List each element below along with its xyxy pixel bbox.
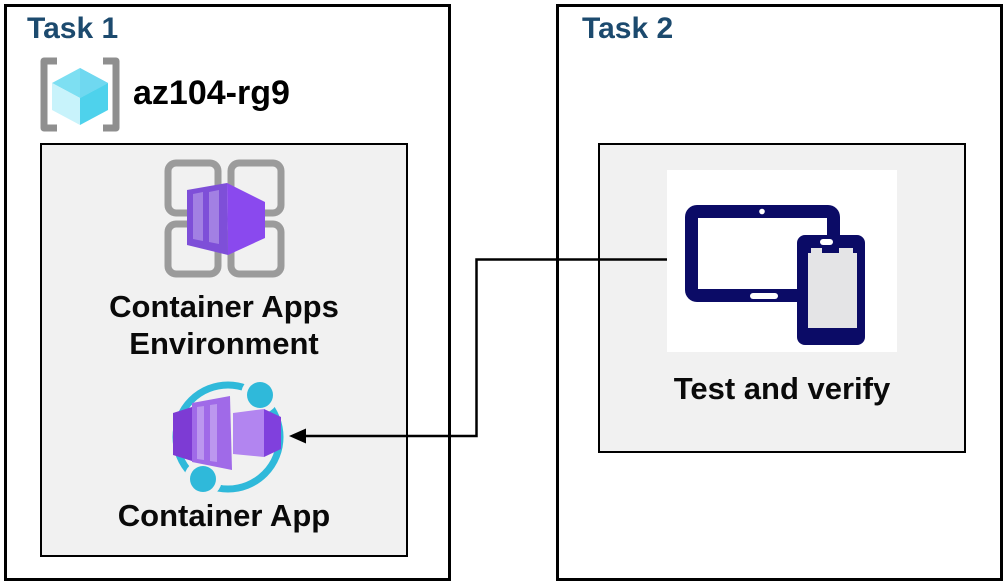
container-app-label: Container App [117,498,331,533]
resource-group-label: az104-rg9 [133,74,290,112]
task1-title: Task 1 [27,12,119,45]
container-apps-environment-icon [164,159,285,278]
task2-title: Task 2 [582,12,674,45]
devices-icon [667,170,897,352]
container-app-icon [172,379,284,498]
container-apps-environment-label: Container Apps Environment [109,289,339,361]
resource-group-icon [40,57,120,132]
test-and-verify-label: Test and verify [673,371,891,406]
